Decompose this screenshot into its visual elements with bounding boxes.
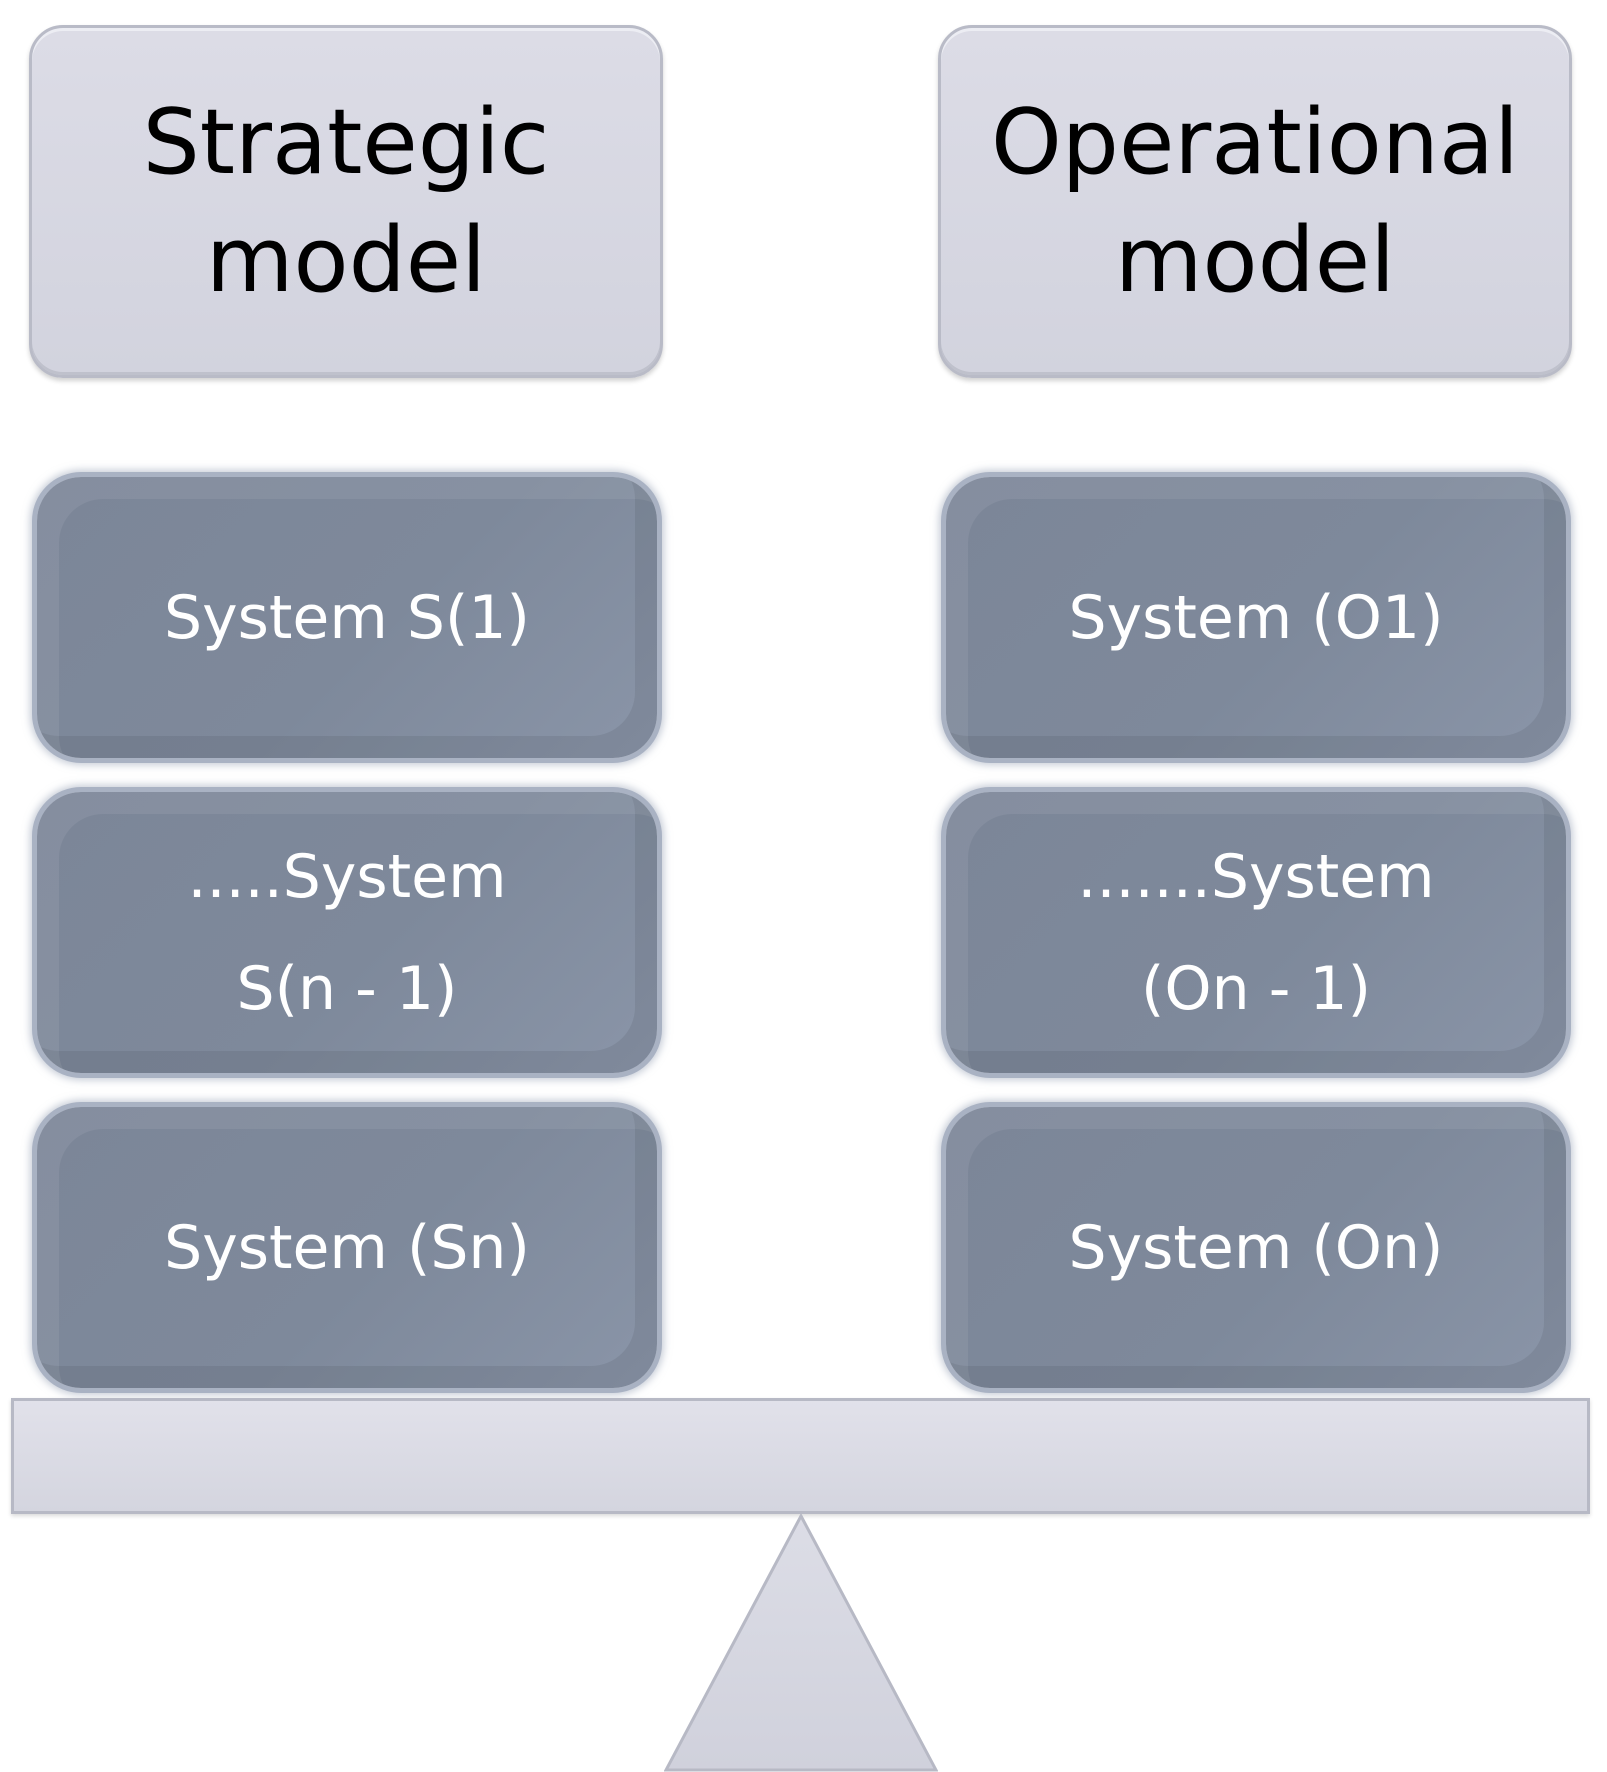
operational-system-label-3: System (On) (1068, 1212, 1444, 1283)
operational-model-title: Operational model (990, 89, 1520, 313)
strategic-system-box-2: .....System S(n - 1) (37, 792, 657, 1073)
operational-system-label-2: .......System (On - 1) (1077, 841, 1435, 1024)
strategic-model-header: Strategic model (29, 25, 663, 378)
strategic-system-box-1: System S(1) (37, 477, 657, 758)
strategic-system-label-2: .....System S(n - 1) (187, 841, 507, 1024)
strategic-model-title: Strategic model (142, 89, 550, 313)
operational-system-box-1: System (O1) (946, 477, 1566, 758)
strategic-system-box-3: System (Sn) (37, 1107, 657, 1388)
operational-model-header: Operational model (938, 25, 1572, 378)
balance-beam (11, 1398, 1590, 1514)
fulcrum-triangle (664, 1514, 938, 1772)
operational-system-box-3: System (On) (946, 1107, 1566, 1388)
operational-system-box-2: .......System (On - 1) (946, 792, 1566, 1073)
strategic-system-label-3: System (Sn) (164, 1212, 530, 1283)
operational-system-label-1: System (O1) (1068, 582, 1444, 653)
strategic-system-label-1: System S(1) (164, 582, 530, 653)
